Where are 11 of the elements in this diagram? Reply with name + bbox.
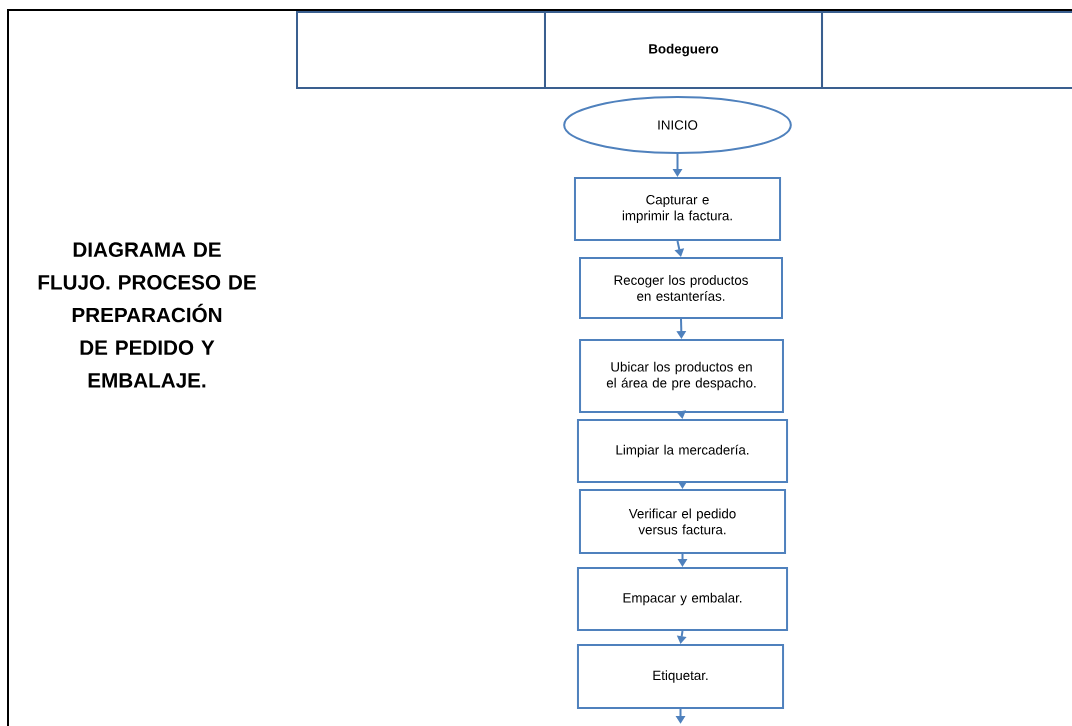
- process-box: Empacar y embalar.: [576, 567, 789, 631]
- process-box: Recoger los productos en estanterías.: [579, 257, 783, 319]
- header-cell: Bodeguero: [543, 11, 824, 89]
- header-cell: [820, 11, 1072, 89]
- process-box: Etiquetar.: [576, 644, 785, 709]
- title: DIAGRAMA DE FLUJO. PROCESO DE PREPARACIÓN DE PEDIDO Y EMBALAJE.: [38, 242, 256, 388]
- process-box: Verificar el pedido versus factura.: [578, 489, 787, 554]
- header-cell: [296, 11, 546, 89]
- process-box: Capturar e imprimir la factura.: [573, 177, 782, 241]
- process-box: Limpiar la mercadería.: [576, 419, 789, 483]
- process-box: Ubicar los productos en el área de pre despacho.: [579, 339, 784, 413]
